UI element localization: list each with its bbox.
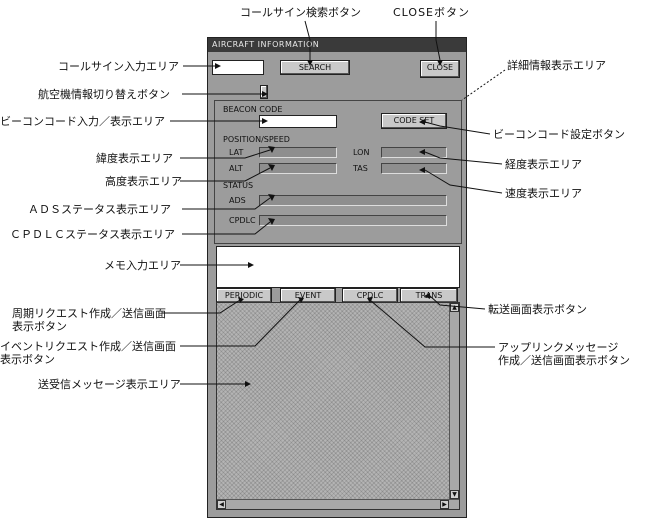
- position-speed-label: POSITION/SPEED: [223, 135, 290, 144]
- arrow-cpdlc: [268, 218, 275, 225]
- leader-trans: [429, 295, 486, 310]
- callout-altitude-area: 高度表示エリア: [105, 175, 182, 188]
- leader-tas: [424, 169, 503, 194]
- callout-longitude-area: 経度表示エリア: [505, 158, 582, 171]
- message-display-area[interactable]: ▲ ▼ ◀ ▶: [216, 302, 460, 510]
- arrow-beacon: [262, 118, 268, 124]
- arrow-alt: [268, 164, 275, 171]
- vertical-scrollbar[interactable]: ▲ ▼: [449, 303, 459, 509]
- arrow-callsign-input: [215, 63, 221, 69]
- scroll-right-button[interactable]: ▶: [440, 500, 449, 509]
- tas-display: [381, 163, 447, 174]
- memo-input[interactable]: [216, 246, 460, 288]
- aircraft-information-window: AIRCRAFT INFORMATION SEARCH CLOSE BEACON…: [207, 37, 467, 518]
- leader-close: [435, 21, 441, 61]
- leader-cpdlc: [182, 221, 271, 235]
- arrow-trans: [424, 293, 430, 299]
- callout-cpdlc-status-area: ＣＰＤＬＣステータス表示エリア: [10, 228, 175, 241]
- callout-beacon-code-area: ビーコンコード入力／表示エリア: [0, 115, 165, 128]
- detail-info-panel: BEACON CODE CODE SET POSITION/SPEED LAT …: [214, 100, 462, 244]
- arrow-close: [437, 60, 443, 66]
- leader-search: [304, 20, 311, 60]
- callout-uplink-message-button: アップリンクメッセージ 作成／送信画面表示ボタン: [498, 341, 648, 367]
- leader-periodic: [162, 299, 241, 314]
- callout-callsign-search-button: コールサイン検索ボタン: [240, 6, 361, 19]
- callout-transfer-button: 転送画面表示ボタン: [488, 303, 587, 316]
- callout-event-l2: 表示ボタン: [0, 353, 55, 366]
- alt-display: [259, 163, 337, 174]
- cpdlc-status-display: [259, 215, 447, 226]
- arrow-ads: [268, 194, 275, 201]
- leader-ads: [182, 197, 271, 210]
- lon-display: [381, 147, 447, 158]
- scroll-up-button[interactable]: ▲: [450, 303, 459, 312]
- arrow-periodic: [238, 297, 244, 303]
- callout-beacon-code-set-button: ビーコンコード設定ボタン: [493, 128, 625, 141]
- horizontal-scrollbar[interactable]: ◀ ▶: [217, 499, 459, 509]
- status-label: STATUS: [223, 181, 254, 190]
- callout-message-display-area: 送受信メッセージ表示エリア: [38, 378, 181, 391]
- arrow-event: [298, 297, 304, 303]
- code-set-button[interactable]: CODE SET: [381, 113, 447, 129]
- leader-uplink: [369, 299, 495, 348]
- search-button[interactable]: SEARCH: [280, 60, 350, 75]
- arrow-search: [307, 60, 313, 66]
- arrow-message: [245, 381, 251, 387]
- scroll-down-button[interactable]: ▼: [450, 490, 459, 499]
- arrow-lon: [419, 149, 425, 155]
- scroll-left-button[interactable]: ◀: [217, 500, 226, 509]
- leader-detail-area: [461, 69, 506, 101]
- callsign-input[interactable]: [212, 60, 264, 75]
- leader-code-set: [424, 121, 491, 135]
- leader-lon: [424, 151, 503, 165]
- callout-periodic-request-button: 周期リクエスト作成／送信画面 表示ボタン: [12, 307, 172, 333]
- arrow-code-set: [419, 119, 425, 125]
- leader-alt: [180, 167, 271, 182]
- arrow-lat: [268, 146, 275, 153]
- lat-label: LAT: [229, 148, 244, 157]
- callout-uplink-l1: アップリンクメッセージ: [498, 341, 619, 354]
- lon-label: LON: [353, 148, 370, 157]
- callout-uplink-l2: 作成／送信画面表示ボタン: [498, 354, 630, 367]
- callout-callsign-input-area: コールサイン入力エリア: [58, 60, 179, 73]
- callout-event-request-button: イベントリクエスト作成／送信画面 表示ボタン: [0, 340, 190, 366]
- callout-memo-area: メモ入力エリア: [104, 259, 181, 272]
- callout-latitude-area: 緯度表示エリア: [96, 152, 173, 165]
- arrow-switch: [262, 91, 268, 97]
- callout-close-button: CLOSEボタン: [393, 6, 471, 19]
- callout-aircraft-switch-button: 航空機情報切り替えボタン: [38, 88, 170, 101]
- leader-lat: [180, 149, 271, 159]
- ads-status-display: [259, 195, 447, 206]
- callout-periodic-l2: 表示ボタン: [12, 320, 67, 333]
- leader-event: [180, 299, 301, 347]
- callout-ads-status-area: ＡＤＳステータス表示エリア: [28, 203, 171, 216]
- arrow-memo: [248, 262, 254, 268]
- callout-event-l1: イベントリクエスト作成／送信画面: [0, 340, 176, 353]
- window-titlebar: AIRCRAFT INFORMATION: [208, 38, 466, 52]
- callout-speed-area: 速度表示エリア: [505, 187, 582, 200]
- ads-label: ADS: [229, 196, 246, 205]
- callout-periodic-l1: 周期リクエスト作成／送信画面: [12, 307, 166, 320]
- beacon-code-label: BEACON CODE: [223, 105, 283, 114]
- tas-label: TAS: [353, 164, 368, 173]
- callout-detail-display-area: 詳細情報表示エリア: [507, 59, 606, 72]
- lat-display: [259, 147, 337, 158]
- alt-label: ALT: [229, 164, 243, 173]
- arrow-tas: [419, 167, 425, 173]
- cpdlc-label: CPDLC: [229, 216, 256, 225]
- arrow-uplink: [367, 297, 373, 303]
